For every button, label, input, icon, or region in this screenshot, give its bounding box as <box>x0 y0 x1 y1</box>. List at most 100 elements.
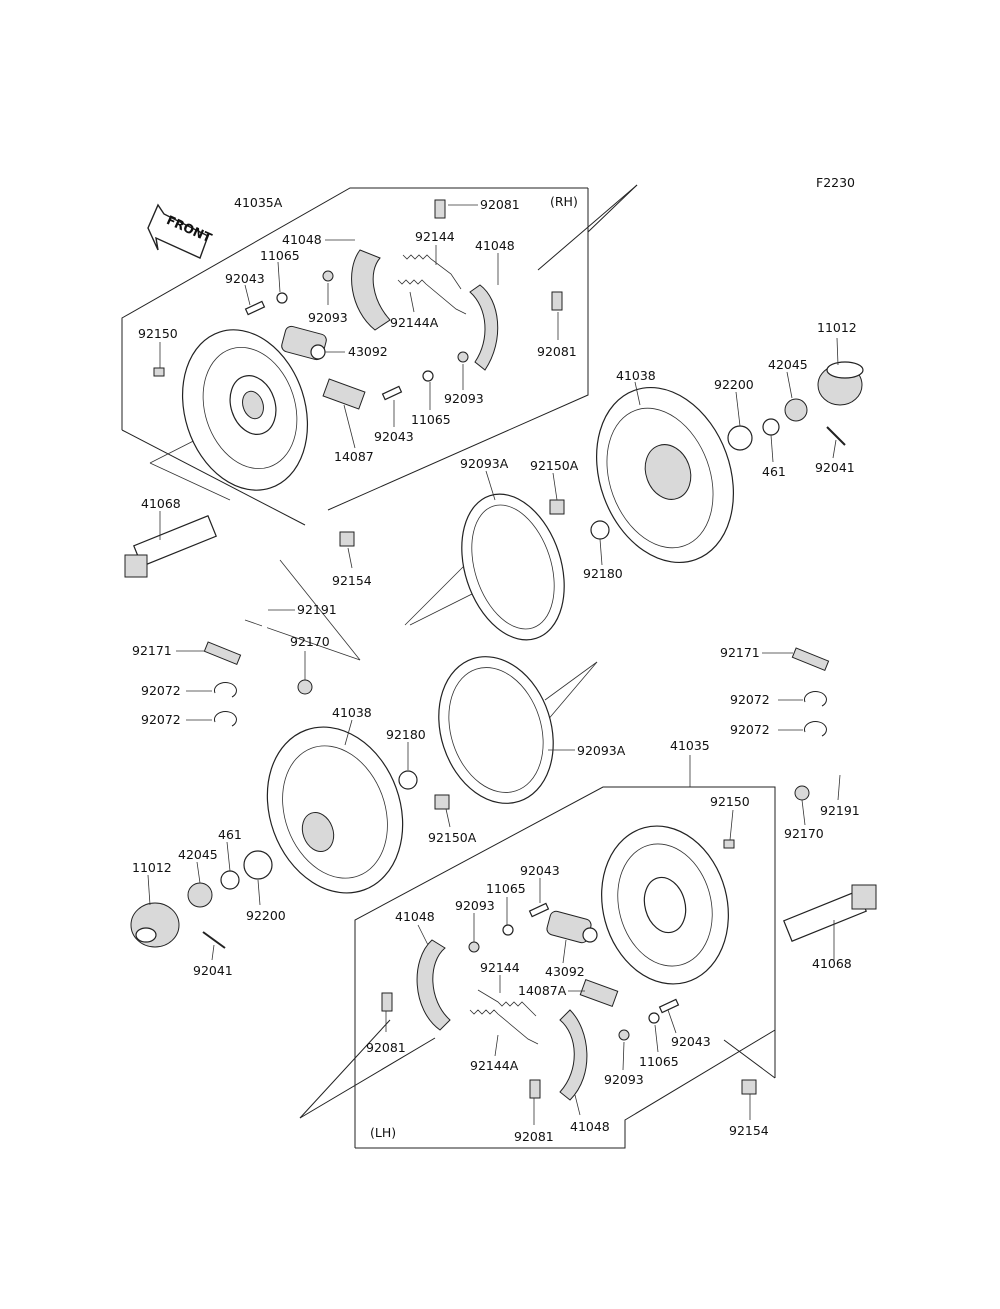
label-92093-b: 92093 <box>444 391 484 406</box>
label-41038-b: 41038 <box>332 705 372 720</box>
brake-shoe-rh-a <box>351 249 391 331</box>
brake-drum-41038-rh <box>596 386 734 564</box>
plate-14087A <box>579 979 619 1007</box>
rh-label: (RH) <box>550 194 578 209</box>
label-92081-a: 92081 <box>480 197 520 212</box>
nut-92093-lh-b <box>618 1029 630 1041</box>
label-92180-a: 92180 <box>583 566 623 581</box>
clip-92072-lh-b <box>214 711 237 727</box>
label-92081-d: 92081 <box>514 1129 554 1144</box>
wheel-cylinder-rh <box>281 325 327 361</box>
spring-92144A-rh <box>397 279 467 315</box>
clip-92081-rh-b <box>551 291 563 311</box>
label-41068-b: 41068 <box>812 956 852 971</box>
bolt-92150-lh <box>723 839 735 849</box>
label-92144-a: 92144 <box>415 229 455 244</box>
label-14087A: 14087A <box>518 983 567 998</box>
hose-92191-rh-inner <box>817 557 854 781</box>
label-92170-a: 92170 <box>290 634 330 649</box>
bolt-92150-rh <box>153 367 165 377</box>
label-92093A-b: 92093A <box>577 743 626 758</box>
clip-92081-rh-a <box>434 199 446 219</box>
label-42045-b: 42045 <box>178 847 218 862</box>
spring-92144-rh <box>402 254 462 290</box>
label-92191-a: 92191 <box>297 602 337 617</box>
washer-11065-lh-b <box>648 1012 660 1024</box>
o-ring-92180-lh <box>398 770 418 790</box>
plate-14087 <box>322 378 366 410</box>
lh-assembly-frame <box>299 786 776 1149</box>
washer-11065-rh-b <box>422 370 434 382</box>
label-92081-b: 92081 <box>537 344 577 359</box>
label-41035: 41035 <box>670 738 710 753</box>
label-92093-c: 92093 <box>455 898 495 913</box>
spring-92144A-lh <box>469 1009 539 1045</box>
label-92200-a: 92200 <box>714 377 754 392</box>
washer-11065-rh-a <box>276 292 288 304</box>
label-92180-b: 92180 <box>386 727 426 742</box>
label-92191-b: 92191 <box>820 803 860 818</box>
label-41048-a: 41048 <box>282 232 322 247</box>
front-arrow-icon: FRONT <box>147 203 215 259</box>
cotter-pin-92041-rh <box>826 426 846 446</box>
label-11065-c: 11065 <box>486 881 526 896</box>
cotter-pin-92041-lh <box>202 931 226 949</box>
axle-shaft-41068-rh <box>124 515 217 578</box>
label-92150-a: 92150 <box>138 326 178 341</box>
label-42045-a: 42045 <box>768 357 808 372</box>
cap-11012-lh <box>130 902 180 948</box>
label-11012-a: 11012 <box>817 320 857 335</box>
label-92043-c: 92043 <box>520 863 560 878</box>
bolt-92150A-lh <box>434 794 450 810</box>
clamp-92170-lh <box>297 679 313 695</box>
clamp-92170-rh <box>794 785 810 801</box>
pin-92043-rh-a <box>244 300 266 316</box>
brake-shoe-lh-b <box>559 1009 588 1101</box>
label-41035A: 41035A <box>234 195 283 210</box>
label-92154-a: 92154 <box>332 573 372 588</box>
washer-92200-lh <box>243 850 273 880</box>
lh-label: (LH) <box>370 1125 396 1140</box>
label-14087: 14087 <box>334 449 374 464</box>
label-92150-b: 92150 <box>710 794 750 809</box>
nut-92093-lh-a <box>468 941 480 953</box>
tag-92171-lh <box>203 641 242 666</box>
nut-42045-rh <box>784 398 808 422</box>
label-92093A-a: 92093A <box>460 456 509 471</box>
pin-92043-lh-b <box>658 998 680 1014</box>
label-11012-b: 11012 <box>132 860 172 875</box>
label-92171-a: 92171 <box>132 643 172 658</box>
nut-92093-rh-b <box>457 351 469 363</box>
bolt-92154-lh <box>741 1079 757 1095</box>
label-92072-a: 92072 <box>141 683 181 698</box>
label-461-b: 461 <box>218 827 242 842</box>
label-92081-c: 92081 <box>366 1040 406 1055</box>
label-92041-b: 92041 <box>193 963 233 978</box>
spring-92144-lh <box>477 989 537 1017</box>
washer-461-lh <box>220 870 240 890</box>
label-41068-a: 41068 <box>141 496 181 511</box>
label-461-a: 461 <box>762 464 786 479</box>
label-43092-a: 43092 <box>348 344 388 359</box>
label-92093-a: 92093 <box>308 310 348 325</box>
brake-drum-41038-lh <box>266 726 404 894</box>
label-92043-b: 92043 <box>374 429 414 444</box>
leader-lines <box>147 204 841 1125</box>
washer-92200-rh <box>727 425 753 451</box>
o-ring-92180-rh <box>590 520 610 540</box>
label-92144A-b: 92144A <box>470 1058 519 1073</box>
brake-shoe-rh-b <box>469 284 499 371</box>
brake-shoe-lh-a <box>416 939 451 1031</box>
washer-461-rh <box>762 418 780 436</box>
clip-92081-lh-b <box>529 1079 541 1099</box>
clip-92072-rh-b <box>804 721 827 737</box>
backing-plate-rh <box>181 329 309 491</box>
seal-92093A-rh <box>461 493 565 641</box>
washer-11065-lh-a <box>502 924 514 936</box>
label-92150A-b: 92150A <box>428 830 477 845</box>
label-92200-b: 92200 <box>246 908 286 923</box>
clip-92081-lh-a <box>381 992 393 1012</box>
label-41048-d: 41048 <box>570 1119 610 1134</box>
nut-42045-lh <box>187 882 213 908</box>
